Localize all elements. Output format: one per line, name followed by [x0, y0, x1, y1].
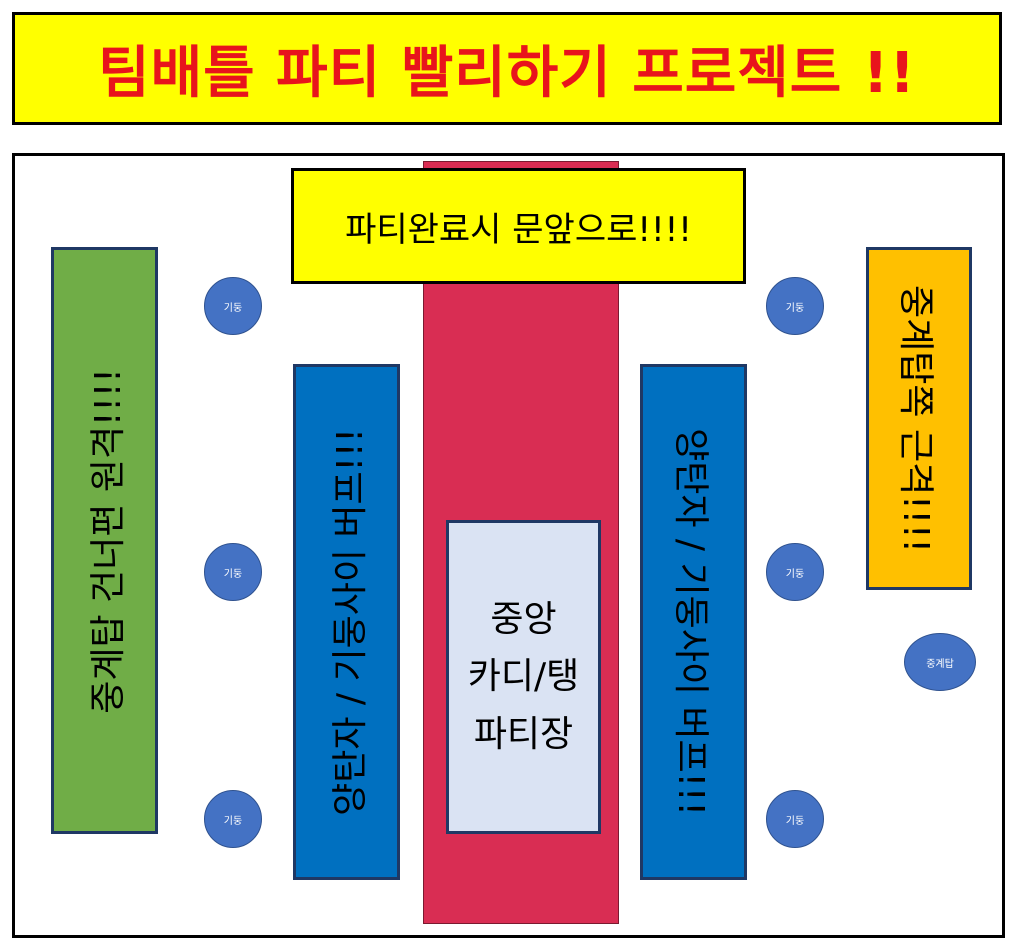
relay-tower: 중계탑: [904, 633, 976, 691]
center-party-line3: 파티장: [473, 713, 574, 755]
center-party-box: 중앙 카디/탱 파티장: [446, 520, 601, 834]
zone-near-melee: 중계탑쪽 근격!!!!: [866, 247, 972, 590]
pillar-right-bottom: 기둥: [766, 790, 824, 848]
pillar-right-middle: 기둥: [766, 543, 824, 601]
center-party-line2: 카디/탱: [467, 656, 580, 698]
page-title: 팀배틀 파티 빨리하기 프로젝트 !!: [98, 41, 916, 106]
pillar-label: 기둥: [785, 568, 805, 580]
pillar-label: 기둥: [223, 815, 243, 827]
door-sign-label: 파티완료시 문앞으로!!!!: [345, 209, 692, 250]
pillar-label: 기둥: [785, 302, 805, 314]
center-party-line1: 중앙: [490, 599, 557, 641]
zone-right-dealer-label: 양탄자 / 기둥사이 버프!!!: [669, 428, 711, 816]
title-banner: 팀배틀 파티 빨리하기 프로젝트 !!: [12, 12, 1002, 125]
pillar-left-middle: 기둥: [204, 543, 262, 601]
zone-left-dealer: 양탄자 / 기둥사이 버프!!!: [293, 364, 400, 880]
pillar-label: 기둥: [223, 568, 243, 580]
pillar-left-bottom: 기둥: [204, 790, 262, 848]
pillar-left-top: 기둥: [204, 277, 262, 335]
zone-far-ranged-label: 중계탑 건너편 원격!!!!: [87, 367, 129, 714]
zone-far-ranged: 중계탑 건너편 원격!!!!: [51, 247, 158, 834]
pillar-label: 기둥: [223, 302, 243, 314]
zone-left-dealer-label: 양탄자 / 기둥사이 버프!!!: [329, 428, 371, 816]
zone-near-melee-label: 중계탑쪽 근격!!!!: [895, 284, 937, 553]
pillar-right-top: 기둥: [766, 277, 824, 335]
pillar-label: 기둥: [785, 815, 805, 827]
relay-tower-label: 중계탑: [926, 658, 954, 670]
zone-right-dealer: 양탄자 / 기둥사이 버프!!!: [640, 364, 747, 880]
door-sign: 파티완료시 문앞으로!!!!: [291, 168, 746, 284]
